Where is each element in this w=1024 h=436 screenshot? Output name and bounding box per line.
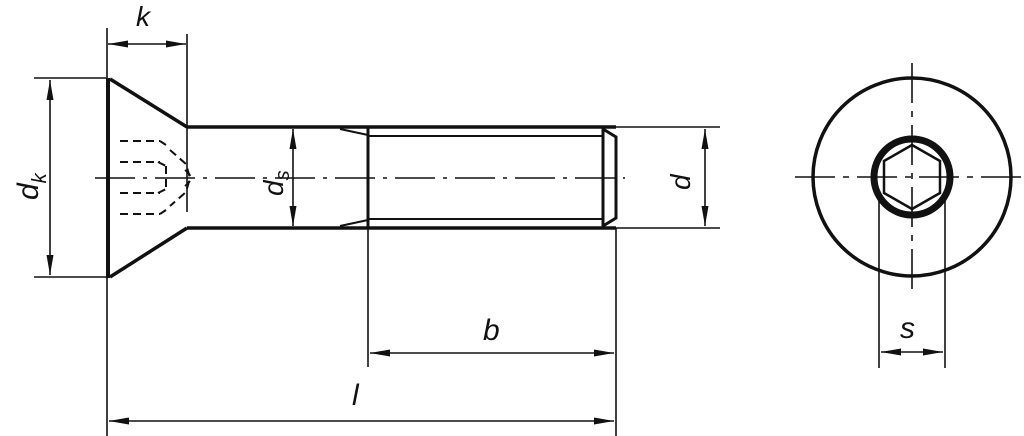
thread-end-chamfer [602,127,618,228]
label-b: b [483,314,500,347]
label-k: k [136,1,152,32]
label-ds: ds [258,170,294,196]
end-view [795,63,1024,368]
dimension-dk [34,77,106,278]
dimension-k [106,28,186,78]
head-cone-top [109,77,188,129]
label-l: l [352,379,360,412]
label-d: d [665,173,696,190]
hidden-socket-lines [120,140,192,215]
head-cone-bottom [109,226,188,279]
label-s: s [900,312,915,345]
side-view [95,34,625,279]
dimension-l [106,278,614,436]
dimension-d [616,126,720,229]
label-dk: dk [12,172,51,200]
dimension-b [367,228,617,436]
